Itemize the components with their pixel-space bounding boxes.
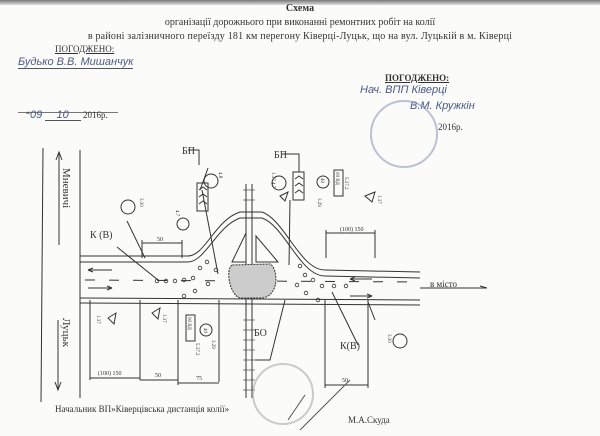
sign-3-29-top	[316, 175, 330, 189]
footer-name: М.А.Скуда	[348, 415, 390, 425]
stamp-footer	[252, 363, 314, 425]
plate-top	[333, 169, 344, 197]
sign-4-8	[203, 173, 219, 189]
approval-left-signature: Будько В.В. Мишанчук	[18, 56, 134, 69]
sign-4-7-right	[271, 175, 287, 191]
dim-bottom-left: (100) 150	[98, 370, 122, 377]
dim-top-left: 50	[157, 237, 163, 243]
bp-left-label: БП	[182, 146, 195, 157]
road-bottom-edge	[79, 297, 421, 301]
dim-bottom-50: 50	[155, 373, 161, 379]
sign-code: 3.29	[316, 198, 321, 207]
plate-bottom	[185, 314, 196, 342]
date-day: 09	[30, 109, 43, 121]
approval-right-year: 2016р.	[438, 122, 463, 132]
direction-right-label: в місто	[430, 279, 458, 289]
bp-left-sign	[196, 182, 209, 212]
date-month: 10	[56, 109, 69, 121]
dim-top-right: (100) 150	[340, 226, 364, 233]
sign-code: 40	[319, 178, 324, 184]
kv-right-label: К(В)	[340, 341, 360, 352]
sign-3-30-right	[392, 333, 408, 349]
approval-left-label: ПОГОДЖЕНО:	[55, 44, 115, 54]
road-top-edge	[80, 211, 421, 273]
sign-code: 5.37.2	[343, 177, 348, 190]
side-road-line-1	[40, 147, 44, 403]
document-subtitle: організації дорожнього при виконанні рем…	[164, 17, 436, 28]
sign-code: 1.37	[161, 314, 166, 323]
approval-left-date: “09 10 2016р.	[26, 109, 108, 121]
date-year: 2016р.	[83, 110, 108, 120]
approval-right-signature-1: Нач. ВПП Ківерці	[360, 84, 447, 96]
sign-code: 4.8	[217, 172, 222, 179]
bp-right-label: БП	[274, 150, 287, 161]
sign-code: 1.37 4.7	[270, 172, 275, 189]
sign-code: 5.37.2	[194, 343, 199, 356]
scan-edge	[0, 0, 600, 5]
sign-code: 3.30	[386, 334, 391, 343]
sign-3-30-left	[120, 199, 136, 215]
document-subtitle-2: в районі залізничного переїзду 181 км пе…	[87, 31, 513, 42]
footer-signature	[287, 379, 351, 431]
signature-line	[18, 112, 118, 113]
stamp-right	[370, 100, 438, 168]
direction-bottom-label: Луцьк	[60, 318, 72, 348]
document-title: Схема	[285, 3, 315, 14]
sign-4-7-left	[176, 217, 190, 231]
sign-3-29-bottom	[199, 323, 213, 337]
sign-code: 40	[202, 328, 207, 334]
work-zone	[228, 263, 277, 299]
direction-top-label: Мневичі	[60, 168, 72, 208]
approval-right-label: ПОГОДЖЕНО:	[385, 73, 450, 83]
bo-label: БО	[254, 328, 267, 339]
sign-code: 1.37	[376, 195, 381, 204]
kv-left-label: К (В)	[90, 230, 113, 241]
footer-position: Начальник ВП»Ківерцівська дистанція колі…	[55, 404, 230, 414]
sign-code: 1.37	[95, 315, 100, 324]
sign-code: 4.7	[174, 210, 179, 217]
sign-code: 3.29	[210, 340, 215, 349]
dim-bottom-right: 50	[342, 378, 348, 384]
plate-text: 00 ВД	[186, 317, 191, 330]
dim-bottom-75: 75	[196, 376, 202, 382]
sign-code: 3.30	[138, 198, 143, 207]
plate-text: 00 ВД	[334, 172, 339, 185]
